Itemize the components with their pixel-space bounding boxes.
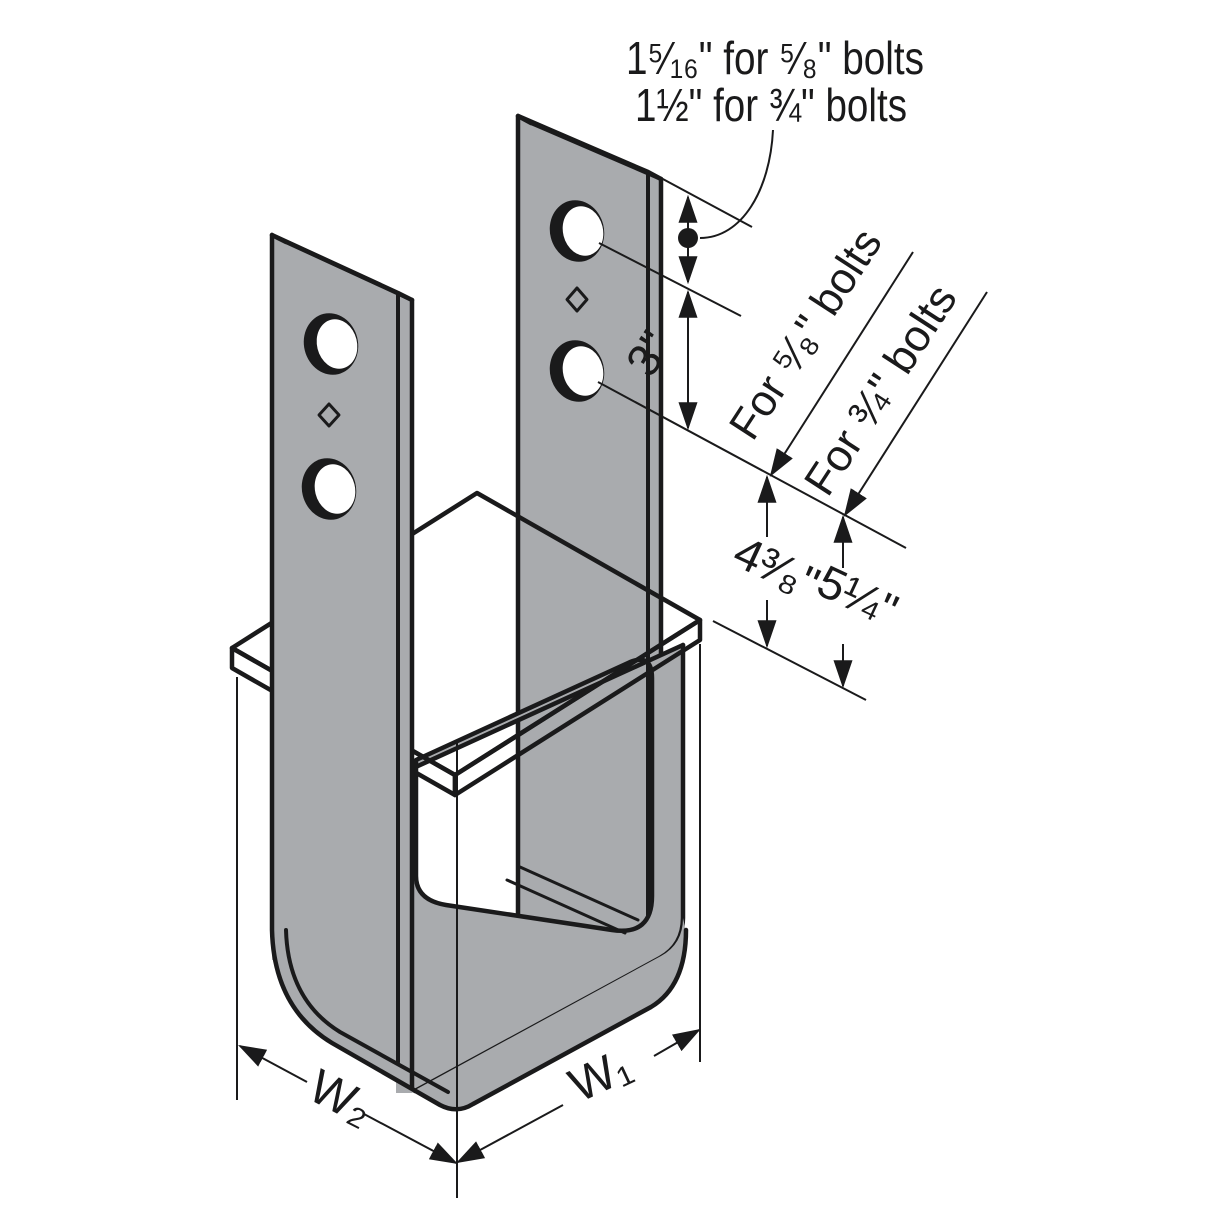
top-note-line2: 1½" for ¾" bolts: [635, 79, 907, 131]
width-label-w2: W₂: [301, 1060, 382, 1136]
bolt-hole-front-lower: [549, 340, 605, 402]
diamond-hole-front: [565, 286, 589, 313]
bolt-hole-rear-upper: [303, 313, 359, 375]
leader-line-58: [769, 251, 914, 477]
bolt-hole-front-upper: [549, 200, 605, 262]
dim-line-w2-left: [238, 1044, 308, 1083]
front-strap: [515, 113, 664, 958]
dim-line-w1-left: [456, 1104, 564, 1164]
diamond-hole-rear: [317, 402, 341, 428]
base-window: [413, 657, 655, 934]
dim-line-w2-right: [363, 1113, 458, 1165]
weld-hatch-lines: [505, 865, 640, 935]
ext-line-strap-top: [660, 177, 753, 228]
bolt-hole-rear-lower: [301, 458, 357, 520]
leader-dot: [678, 228, 698, 248]
ext-line-upper-hole: [598, 242, 742, 317]
ext-line-lower-hole: [597, 381, 907, 549]
top-note: 1⁵⁄₁₆" for ⁵⁄₈" bolts 1½" for ¾" bolts: [626, 32, 924, 131]
top-note-line1: 1⁵⁄₁₆" for ⁵⁄₈" bolts: [626, 32, 924, 84]
rear-strap-and-base-bottom: [269, 232, 689, 1112]
leader-curve: [699, 129, 774, 239]
dim-line-w1-right: [653, 1028, 701, 1057]
leader-line-34: [843, 291, 988, 517]
